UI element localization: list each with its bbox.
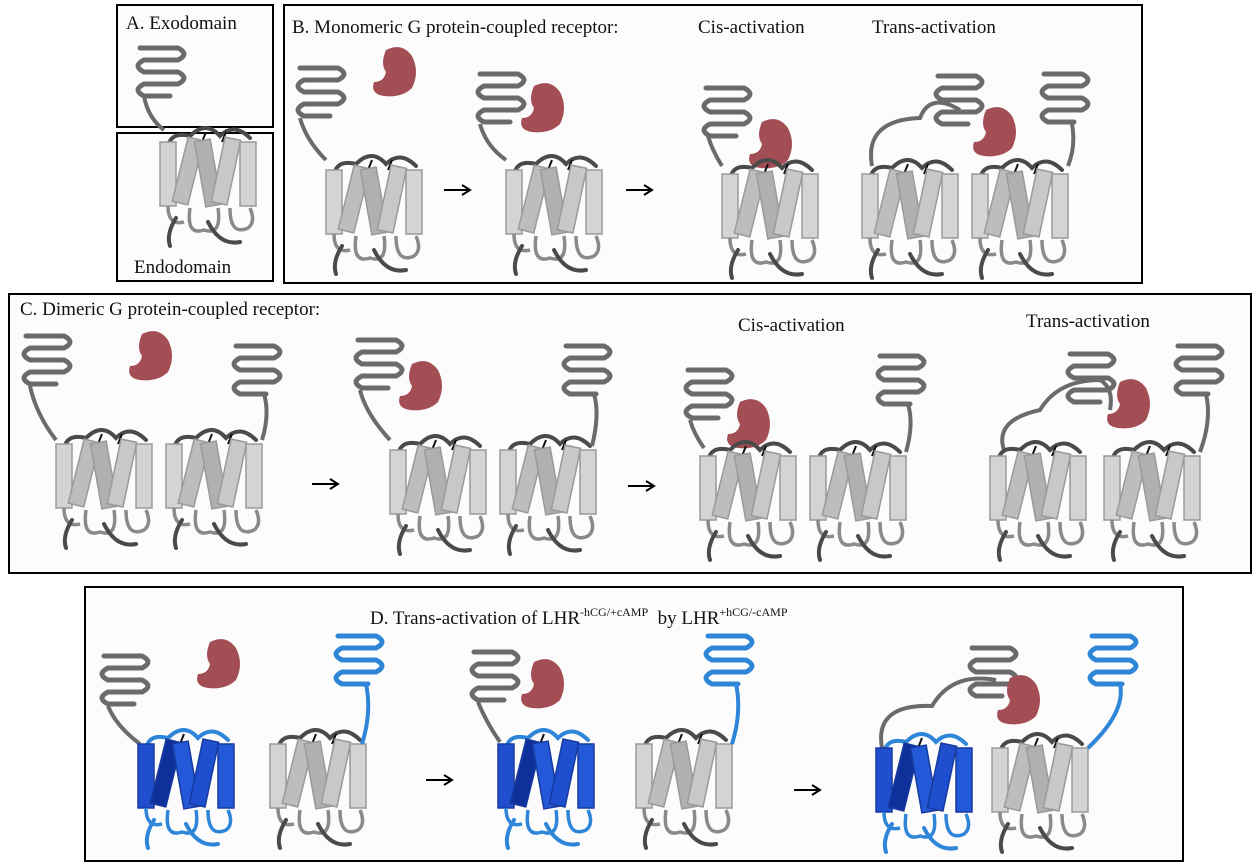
panel-c-title: C. Dimeric G protein-coupled receptor: bbox=[20, 300, 320, 319]
panel-b-title: B. Monomeric G protein-coupled receptor: bbox=[292, 18, 619, 37]
panel-c-trans-label: Trans-activation bbox=[1026, 312, 1150, 331]
panel-c-cis-label: Cis-activation bbox=[738, 316, 845, 335]
panel-d-art bbox=[102, 636, 1136, 852]
panel-a-exodomain-label: A. Exodomain bbox=[126, 14, 237, 33]
panel-d-title: D. Trans-activation of LHR-hCG/+cAMP by … bbox=[370, 606, 788, 628]
panel-b-trans-label: Trans-activation bbox=[872, 18, 996, 37]
panel-b-cis-label: Cis-activation bbox=[698, 18, 805, 37]
panel-d-title-sup1: -hCG/+cAMP bbox=[580, 605, 648, 619]
panel-a-endodomain-label: Endodomain bbox=[134, 258, 231, 277]
panel-a-art bbox=[138, 48, 256, 246]
panel-b-art bbox=[298, 47, 1088, 278]
panel-d-title-mid: by LHR bbox=[648, 608, 719, 629]
panel-c-art bbox=[24, 331, 1222, 560]
panel-d-title-prefix: D. Trans-activation of LHR bbox=[370, 608, 580, 629]
panel-d-title-sup2: +hCG/-cAMP bbox=[719, 605, 787, 619]
